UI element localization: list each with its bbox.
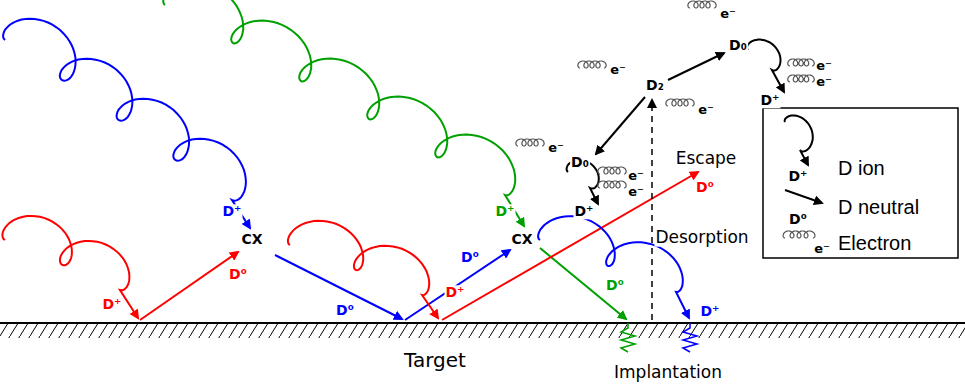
ion-label: D⁺ <box>699 304 720 319</box>
ion-trajectory <box>785 116 813 166</box>
ion-trajectory <box>3 19 250 228</box>
neutral-label: D⁰ <box>228 267 248 282</box>
legend-electron-sample: e⁻ <box>813 242 831 256</box>
electron-coil <box>788 59 814 66</box>
electron-label: e⁻ <box>609 63 627 77</box>
charge-exchange-label: CX <box>240 232 263 247</box>
neutral-path <box>275 255 402 319</box>
electron-coil <box>688 1 716 8</box>
electron-label: e⁻ <box>697 103 715 117</box>
neutral-label: D⁰ <box>695 180 715 195</box>
molecule-label: D₂ <box>645 78 665 93</box>
desorption-path <box>651 100 653 320</box>
atom-label: D₀ <box>570 155 590 170</box>
process-label: Desorption <box>654 228 749 247</box>
neutral-label: D⁰ <box>605 278 625 293</box>
electron-coil <box>598 181 626 188</box>
electron-coil <box>788 75 814 82</box>
legend-ion-sample: D⁺ <box>787 169 808 184</box>
electron-label: e⁻ <box>627 169 645 183</box>
ion-label: D⁺ <box>494 204 515 219</box>
ion-trajectory <box>288 221 438 318</box>
legend-text: D ion <box>838 157 885 179</box>
ion-trajectory <box>747 40 784 92</box>
ion-label: D⁺ <box>573 204 594 219</box>
legend-neutral-sample: D⁰ <box>788 212 808 227</box>
ion-label: D⁺ <box>101 297 122 312</box>
electron-coil <box>666 99 694 106</box>
implantation-spring <box>683 323 697 352</box>
process-label: Escape <box>675 149 738 168</box>
electron-coil <box>578 61 606 68</box>
electron-coil <box>516 139 544 146</box>
electron-label: e⁻ <box>815 75 833 89</box>
neutral-path <box>405 250 510 320</box>
neutral-path <box>540 248 626 319</box>
ion-trajectory <box>2 216 138 318</box>
ion-trajectory <box>163 0 524 226</box>
neutral-path <box>140 252 238 320</box>
ion-label: D⁺ <box>759 93 780 108</box>
charge-exchange-label: CX <box>510 232 533 247</box>
electron-label: e⁻ <box>547 141 565 155</box>
electron-label: e⁻ <box>627 185 645 199</box>
legend-neutral-sample <box>785 190 822 203</box>
electron-coil <box>783 231 815 238</box>
legend-text: Electron <box>838 232 911 254</box>
ion-label: D⁺ <box>221 204 242 219</box>
electron-label: e⁻ <box>815 59 833 73</box>
atom-label: D₀ <box>728 38 748 53</box>
neutral-label: D⁰ <box>335 303 355 318</box>
target-label: Target <box>403 349 467 371</box>
dissociation-path <box>596 97 645 154</box>
electron-coil <box>598 167 626 174</box>
target-surface <box>0 322 965 324</box>
target-hatching <box>0 323 965 338</box>
neutral-label: D⁰ <box>460 250 480 265</box>
implantation-spring <box>621 323 635 352</box>
dissociation-path <box>668 53 724 80</box>
legend-text: D neutral <box>838 196 919 218</box>
ion-label: D⁺ <box>444 285 465 300</box>
legend-box <box>763 108 958 258</box>
electron-label: e⁻ <box>719 7 737 21</box>
process-label: Implantation <box>613 363 723 382</box>
